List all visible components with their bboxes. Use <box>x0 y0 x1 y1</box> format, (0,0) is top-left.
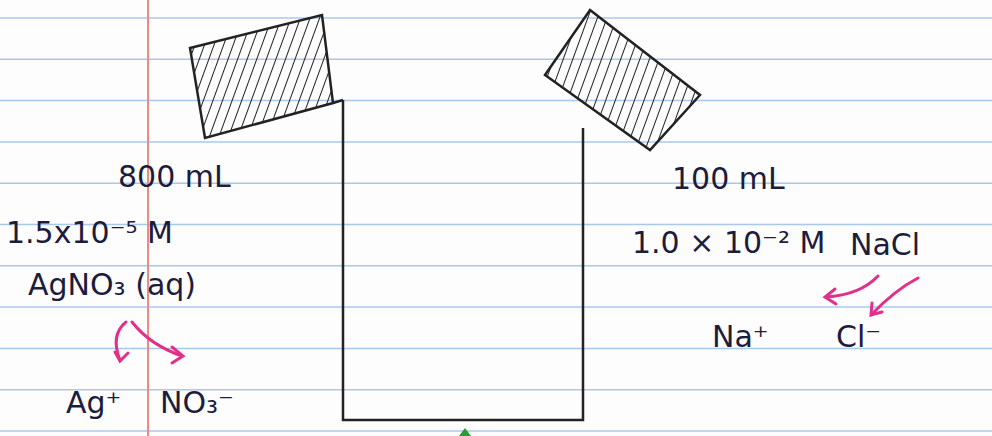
pink-arrowhead <box>825 289 836 304</box>
dissociation-arrows <box>115 276 918 363</box>
pink-arrowhead <box>115 352 128 361</box>
ion-label: Cl⁻ <box>836 320 881 353</box>
concentration-label: 1.5x10⁻⁵ M <box>6 216 173 249</box>
pink-arrow <box>872 278 918 314</box>
beaker <box>343 100 583 420</box>
right-pouring-container <box>545 10 700 150</box>
green-mark <box>459 428 471 436</box>
volume-label: 100 mL <box>672 162 785 195</box>
compound-label: NaCl <box>850 228 920 261</box>
left-pouring-container <box>190 15 333 138</box>
ion-label: Ag⁺ <box>66 386 121 419</box>
concentration-label: 1.0 × 10⁻² M <box>632 226 825 259</box>
pink-arrowhead <box>871 303 882 315</box>
ion-label: Na⁺ <box>712 320 769 353</box>
compound-label: AgNO₃ (aq) <box>28 268 196 301</box>
pour-edge <box>333 100 343 103</box>
pink-arrow <box>826 276 878 297</box>
ion-label: NO₃⁻ <box>160 386 234 419</box>
volume-label: 800 mL <box>118 160 231 193</box>
pink-arrowhead <box>172 347 183 363</box>
